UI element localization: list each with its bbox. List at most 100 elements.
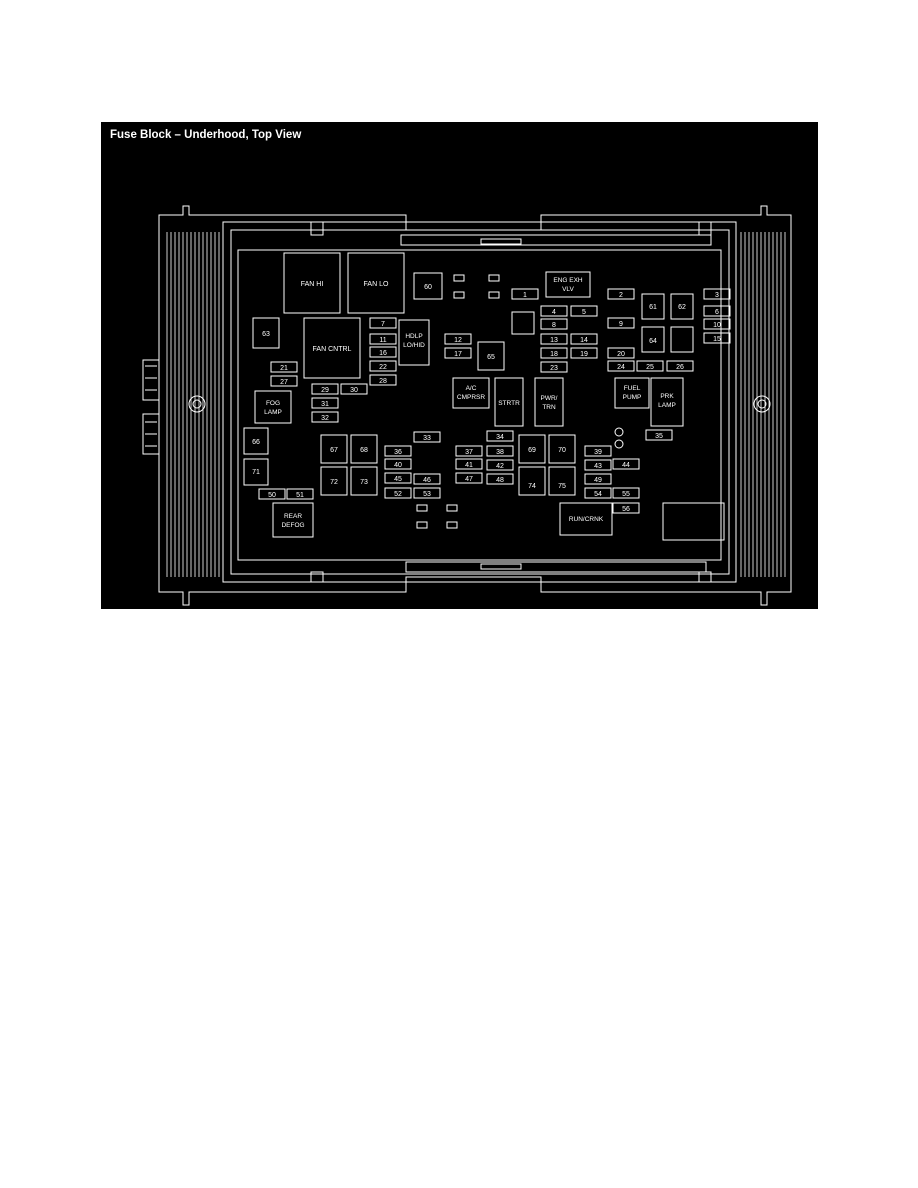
svg-text:16: 16 xyxy=(379,350,387,357)
fuse-34: 34 xyxy=(486,430,514,442)
fuse-40: 40 xyxy=(384,458,412,470)
svg-text:HDLP: HDLP xyxy=(405,333,422,340)
svg-text:13: 13 xyxy=(550,337,558,344)
svg-text:ENG EXH: ENG EXH xyxy=(553,277,583,284)
svg-text:4: 4 xyxy=(552,309,556,316)
fuse-54: 54 xyxy=(584,487,612,499)
svg-text:3: 3 xyxy=(715,292,719,299)
svg-text:1: 1 xyxy=(523,292,527,299)
svg-text:65: 65 xyxy=(487,354,495,361)
fuse-44: 44 xyxy=(612,458,640,470)
position-75: 75 xyxy=(548,466,576,496)
svg-text:66: 66 xyxy=(252,439,260,446)
fuse-47: 47 xyxy=(455,472,483,484)
svg-text:68: 68 xyxy=(360,447,368,454)
svg-text:21: 21 xyxy=(280,365,288,372)
position-68: 68 xyxy=(350,434,378,464)
fuse-7: 7 xyxy=(369,317,397,329)
position-70: 70 xyxy=(548,434,576,464)
fuse-39: 39 xyxy=(584,445,612,457)
svg-text:STRTR: STRTR xyxy=(498,400,520,407)
svg-text:25: 25 xyxy=(646,364,654,371)
fuse-22: 22 xyxy=(369,360,397,372)
svg-text:56: 56 xyxy=(622,506,630,513)
fuse-27: 27 xyxy=(270,375,298,387)
svg-text:23: 23 xyxy=(550,365,558,372)
svg-text:39: 39 xyxy=(594,449,602,456)
svg-text:60: 60 xyxy=(424,284,432,291)
svg-text:30: 30 xyxy=(350,387,358,394)
svg-text:20: 20 xyxy=(617,351,625,358)
fuse-10: 10 xyxy=(703,318,731,330)
fuse-32: 32 xyxy=(311,411,339,423)
svg-text:36: 36 xyxy=(394,449,402,456)
fuse-37: 37 xyxy=(455,445,483,457)
position-63: 63 xyxy=(252,317,280,349)
svg-text:7: 7 xyxy=(381,321,385,328)
svg-text:15: 15 xyxy=(713,336,721,343)
fuse-41: 41 xyxy=(455,458,483,470)
svg-text:LO/HID: LO/HID xyxy=(403,342,425,349)
relay-fan-cntrl: FAN CNTRL xyxy=(303,317,361,379)
svg-text:46: 46 xyxy=(423,477,431,484)
svg-text:49: 49 xyxy=(594,477,602,484)
svg-text:LAMP: LAMP xyxy=(658,402,676,409)
svg-text:6: 6 xyxy=(715,309,719,316)
fuse-35: 35 xyxy=(645,429,673,441)
fuse-20: 20 xyxy=(607,347,635,359)
position-60: 60 xyxy=(413,272,443,300)
fuse-36: 36 xyxy=(384,445,412,457)
relay-fan-hi: FAN HI xyxy=(283,252,341,314)
svg-text:70: 70 xyxy=(558,447,566,454)
svg-text:LAMP: LAMP xyxy=(264,409,282,416)
position-61: 61 xyxy=(641,293,665,320)
svg-text:34: 34 xyxy=(496,434,504,441)
svg-text:31: 31 xyxy=(321,401,329,408)
fuse-53: 53 xyxy=(413,487,441,499)
svg-text:9: 9 xyxy=(619,321,623,328)
svg-text:TRN: TRN xyxy=(542,404,556,411)
svg-text:62: 62 xyxy=(678,304,686,311)
svg-text:64: 64 xyxy=(649,338,657,345)
svg-text:44: 44 xyxy=(622,462,630,469)
svg-text:41: 41 xyxy=(465,462,473,469)
fuse-6: 6 xyxy=(703,305,731,317)
svg-text:75: 75 xyxy=(558,483,566,490)
svg-text:18: 18 xyxy=(550,351,558,358)
fuse-50: 50 xyxy=(258,488,286,500)
svg-text:10: 10 xyxy=(713,322,721,329)
svg-text:48: 48 xyxy=(496,477,504,484)
relay-strtr: STRTR xyxy=(494,377,524,427)
svg-text:71: 71 xyxy=(252,469,260,476)
svg-text:51: 51 xyxy=(296,492,304,499)
svg-text:DEFOG: DEFOG xyxy=(281,522,304,529)
svg-text:52: 52 xyxy=(394,491,402,498)
fuse-4: 4 xyxy=(540,305,568,317)
svg-text:REAR: REAR xyxy=(284,513,302,520)
svg-text:28: 28 xyxy=(379,378,387,385)
fuse-26: 26 xyxy=(666,360,694,372)
svg-text:12: 12 xyxy=(454,337,462,344)
svg-text:42: 42 xyxy=(496,463,504,470)
relay-rear-defog: REAR DEFOG xyxy=(272,502,314,538)
fuse-46: 46 xyxy=(413,473,441,485)
relay-eng-exh-vlv: ENG EXH VLV xyxy=(545,271,591,298)
svg-text:14: 14 xyxy=(580,337,588,344)
fuse-15: 15 xyxy=(703,332,731,344)
fuse-56: 56 xyxy=(612,502,640,514)
fuse-52: 52 xyxy=(384,487,412,499)
svg-text:5: 5 xyxy=(582,309,586,316)
svg-text:FUEL: FUEL xyxy=(624,385,641,392)
fuse-24: 24 xyxy=(607,360,635,372)
svg-text:47: 47 xyxy=(465,476,473,483)
svg-text:37: 37 xyxy=(465,449,473,456)
svg-text:69: 69 xyxy=(528,447,536,454)
svg-text:35: 35 xyxy=(655,433,663,440)
position-66: 66 xyxy=(243,427,269,455)
svg-text:27: 27 xyxy=(280,379,288,386)
unlabeled-block xyxy=(662,502,725,541)
svg-text:53: 53 xyxy=(423,491,431,498)
fuse-55: 55 xyxy=(612,487,640,499)
position-64b xyxy=(670,326,694,353)
svg-text:FAN LO: FAN LO xyxy=(364,281,389,288)
